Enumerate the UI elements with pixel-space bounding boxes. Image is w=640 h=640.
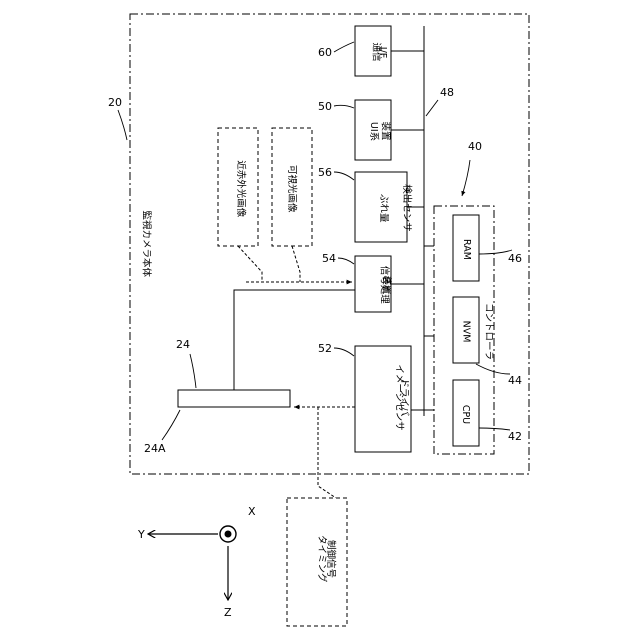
axis-y-label: Y [137, 528, 145, 541]
near-ir-pointer [238, 246, 262, 282]
leader-24 [190, 354, 196, 388]
signal-processor-line2: 装置 [381, 275, 393, 294]
ref-24: 24 [176, 338, 190, 351]
ref-40: 40 [468, 140, 482, 153]
leader-24a [162, 410, 180, 440]
nvm-label: NVM [460, 321, 471, 343]
ref-44: 44 [508, 374, 522, 387]
ref-60: 60 [318, 46, 332, 59]
leader-50 [334, 105, 354, 108]
ref-50: 50 [318, 100, 332, 113]
leader-52 [334, 348, 354, 356]
visible-pointer [292, 246, 300, 282]
timing-pointer [318, 407, 336, 498]
image-sensor-driver-line2: ドライバ [399, 378, 410, 416]
ref-54: 54 [322, 252, 336, 265]
visible-image-label: 可視光画像 [286, 165, 298, 213]
ui-device-line1: UI系 [368, 122, 379, 141]
ref-52: 52 [318, 342, 332, 355]
sensor-to-processor-line [234, 290, 355, 390]
cpu-label: CPU [460, 405, 471, 424]
near-ir-image-label: 近赤外光画像 [235, 160, 247, 218]
camera-body-label: 監視カメラ本体 [141, 210, 153, 277]
x-axis-symbol-dot [225, 531, 232, 538]
leader-54 [338, 258, 354, 264]
ui-device-line2: 装置 [380, 121, 392, 140]
comm-if-line2: I/F [377, 47, 388, 58]
leader-60 [334, 42, 354, 52]
ref-56: 56 [318, 166, 332, 179]
controller-label: コントローラ [483, 303, 494, 360]
ref-48: 48 [440, 86, 454, 99]
shake-sensor-line1: ぶれ量 [378, 194, 389, 223]
leader-20 [118, 110, 127, 140]
timing-signal-line2: 制御信号 [325, 540, 337, 578]
ram-label: RAM [461, 239, 472, 260]
leader-48 [426, 100, 438, 116]
ref-42: 42 [508, 430, 522, 443]
leader-44 [476, 364, 510, 374]
leader-40 [462, 160, 470, 196]
leader-56 [334, 172, 354, 180]
shake-sensor-line2: 検出センサ [401, 184, 413, 232]
ref-24a: 24A [144, 442, 166, 455]
ref-46: 46 [508, 252, 522, 265]
axis-z-label: Z [224, 606, 232, 619]
axis-x-label: X [248, 505, 256, 518]
ref-20: 20 [108, 96, 122, 109]
image-sensor-box [178, 390, 290, 407]
